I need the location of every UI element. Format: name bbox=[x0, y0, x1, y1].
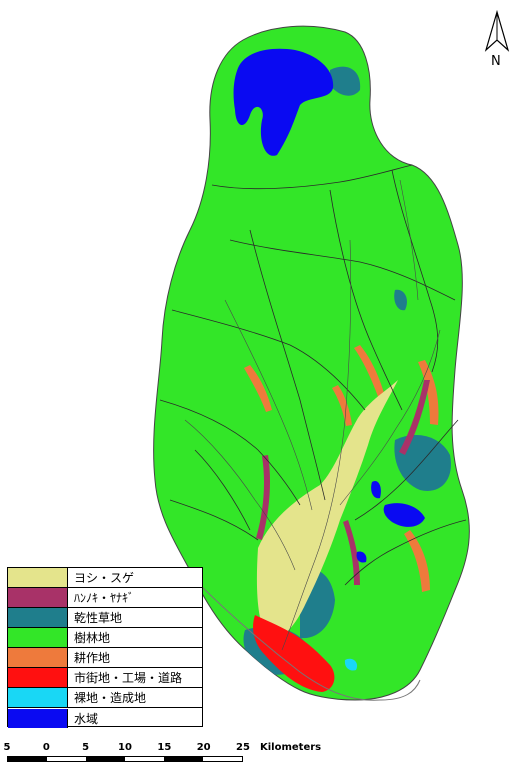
legend-swatch bbox=[8, 588, 68, 607]
farmland-area bbox=[404, 530, 430, 592]
scale-bar-graphic bbox=[7, 756, 243, 762]
farmland-area bbox=[354, 345, 386, 402]
alder-willow-fringe bbox=[256, 455, 270, 540]
sub-basin-line bbox=[229, 239, 456, 301]
legend-item: 裸地・造成地 bbox=[8, 688, 202, 708]
sub-basin-line bbox=[354, 419, 459, 521]
scale-tick-label: 20 bbox=[196, 742, 211, 753]
sub-basin-line bbox=[169, 499, 259, 541]
legend-item: 樹林地 bbox=[8, 628, 202, 648]
scale-segment bbox=[203, 757, 242, 761]
legend-item: 耕作地 bbox=[8, 648, 202, 668]
sub-basin-line bbox=[329, 189, 403, 411]
sub-basin-line bbox=[159, 399, 301, 506]
river-line bbox=[399, 179, 419, 301]
legend-item: 市街地・工場・道路 bbox=[8, 668, 202, 688]
sub-basin-line bbox=[211, 164, 413, 190]
scale-bar: Kilometers 5 0 5 10 15 20 25 bbox=[3, 742, 321, 770]
river-line bbox=[339, 329, 441, 506]
land-use-layers bbox=[233, 48, 451, 692]
scale-tick-label: 0 bbox=[42, 742, 50, 753]
legend-label: 乾性草地 bbox=[74, 611, 123, 625]
legend-item: 水域 bbox=[8, 708, 202, 728]
legend-label: ヨシ・スゲ bbox=[74, 571, 135, 585]
scale-tick-label: 5 bbox=[3, 742, 11, 753]
river-network bbox=[184, 179, 441, 651]
legend-label: 市街地・工場・道路 bbox=[74, 671, 183, 685]
scale-segment bbox=[47, 757, 86, 761]
coastline-edge bbox=[194, 579, 421, 701]
legend-item: ヨシ・スゲ bbox=[8, 568, 202, 588]
water-pond bbox=[383, 503, 425, 527]
dry-grass-patch bbox=[394, 289, 407, 311]
sub-basin-line bbox=[194, 449, 251, 531]
scale-tick-label: 25 bbox=[236, 742, 250, 753]
sub-basin-line bbox=[344, 519, 467, 586]
legend-swatch bbox=[8, 708, 68, 728]
scale-segment bbox=[164, 757, 203, 761]
scale-tick-label: 10 bbox=[118, 742, 132, 753]
farmland-area bbox=[244, 365, 272, 412]
legend-item: ﾊﾝﾉｷ・ﾔﾅｷﾞ bbox=[8, 588, 202, 608]
dry-grass-patch bbox=[330, 66, 361, 96]
water-pond bbox=[371, 480, 381, 499]
legend-swatch bbox=[8, 688, 68, 707]
sub-basin-line bbox=[171, 309, 366, 411]
river-line bbox=[184, 419, 296, 571]
scale-segment bbox=[86, 757, 125, 761]
legend-label: 樹林地 bbox=[74, 631, 111, 645]
legend-swatch bbox=[8, 668, 68, 687]
farmland-area bbox=[418, 360, 439, 425]
legend-label: 裸地・造成地 bbox=[74, 691, 147, 705]
legend-label: 水域 bbox=[74, 711, 99, 726]
legend-swatch bbox=[8, 608, 68, 627]
legend: ヨシ・スゲ ﾊﾝﾉｷ・ﾔﾅｷﾞ 乾性草地樹林地耕作地市街地・工場・道路裸地・造成地水… bbox=[7, 567, 203, 728]
bare-land-patch bbox=[344, 658, 358, 671]
sub-basin-boundaries bbox=[159, 164, 467, 586]
alder-willow-fringe bbox=[343, 520, 360, 585]
north-arrow-icon bbox=[484, 9, 510, 52]
river-line bbox=[281, 239, 352, 651]
farmland-area bbox=[332, 385, 352, 426]
river-line bbox=[224, 299, 313, 511]
water-pond bbox=[356, 551, 367, 563]
scale-segment bbox=[8, 757, 47, 761]
scale-segment bbox=[125, 757, 164, 761]
legend-swatch bbox=[8, 648, 68, 667]
scale-tick-label: 5 bbox=[82, 742, 90, 753]
urban-coastal-strip bbox=[253, 615, 335, 692]
alder-willow-fringe bbox=[399, 380, 430, 455]
north-label: N bbox=[491, 54, 501, 69]
north-arrow: N bbox=[482, 9, 512, 75]
sub-basin-line bbox=[249, 229, 326, 501]
legend-label: 耕作地 bbox=[74, 651, 111, 665]
watershed-basin bbox=[153, 25, 470, 701]
sub-basin-line bbox=[391, 169, 439, 373]
scale-tick-label: 15 bbox=[157, 742, 172, 753]
northern-lake bbox=[233, 48, 334, 156]
legend-item: 乾性草地 bbox=[8, 608, 202, 628]
scale-unit: Kilometers bbox=[260, 742, 322, 753]
reed-sedge-floodplain bbox=[256, 380, 398, 640]
legend-swatch bbox=[8, 628, 68, 647]
legend-swatch bbox=[8, 568, 68, 587]
legend-label: ﾊﾝﾉｷ・ﾔﾅｷﾞ bbox=[74, 591, 135, 605]
